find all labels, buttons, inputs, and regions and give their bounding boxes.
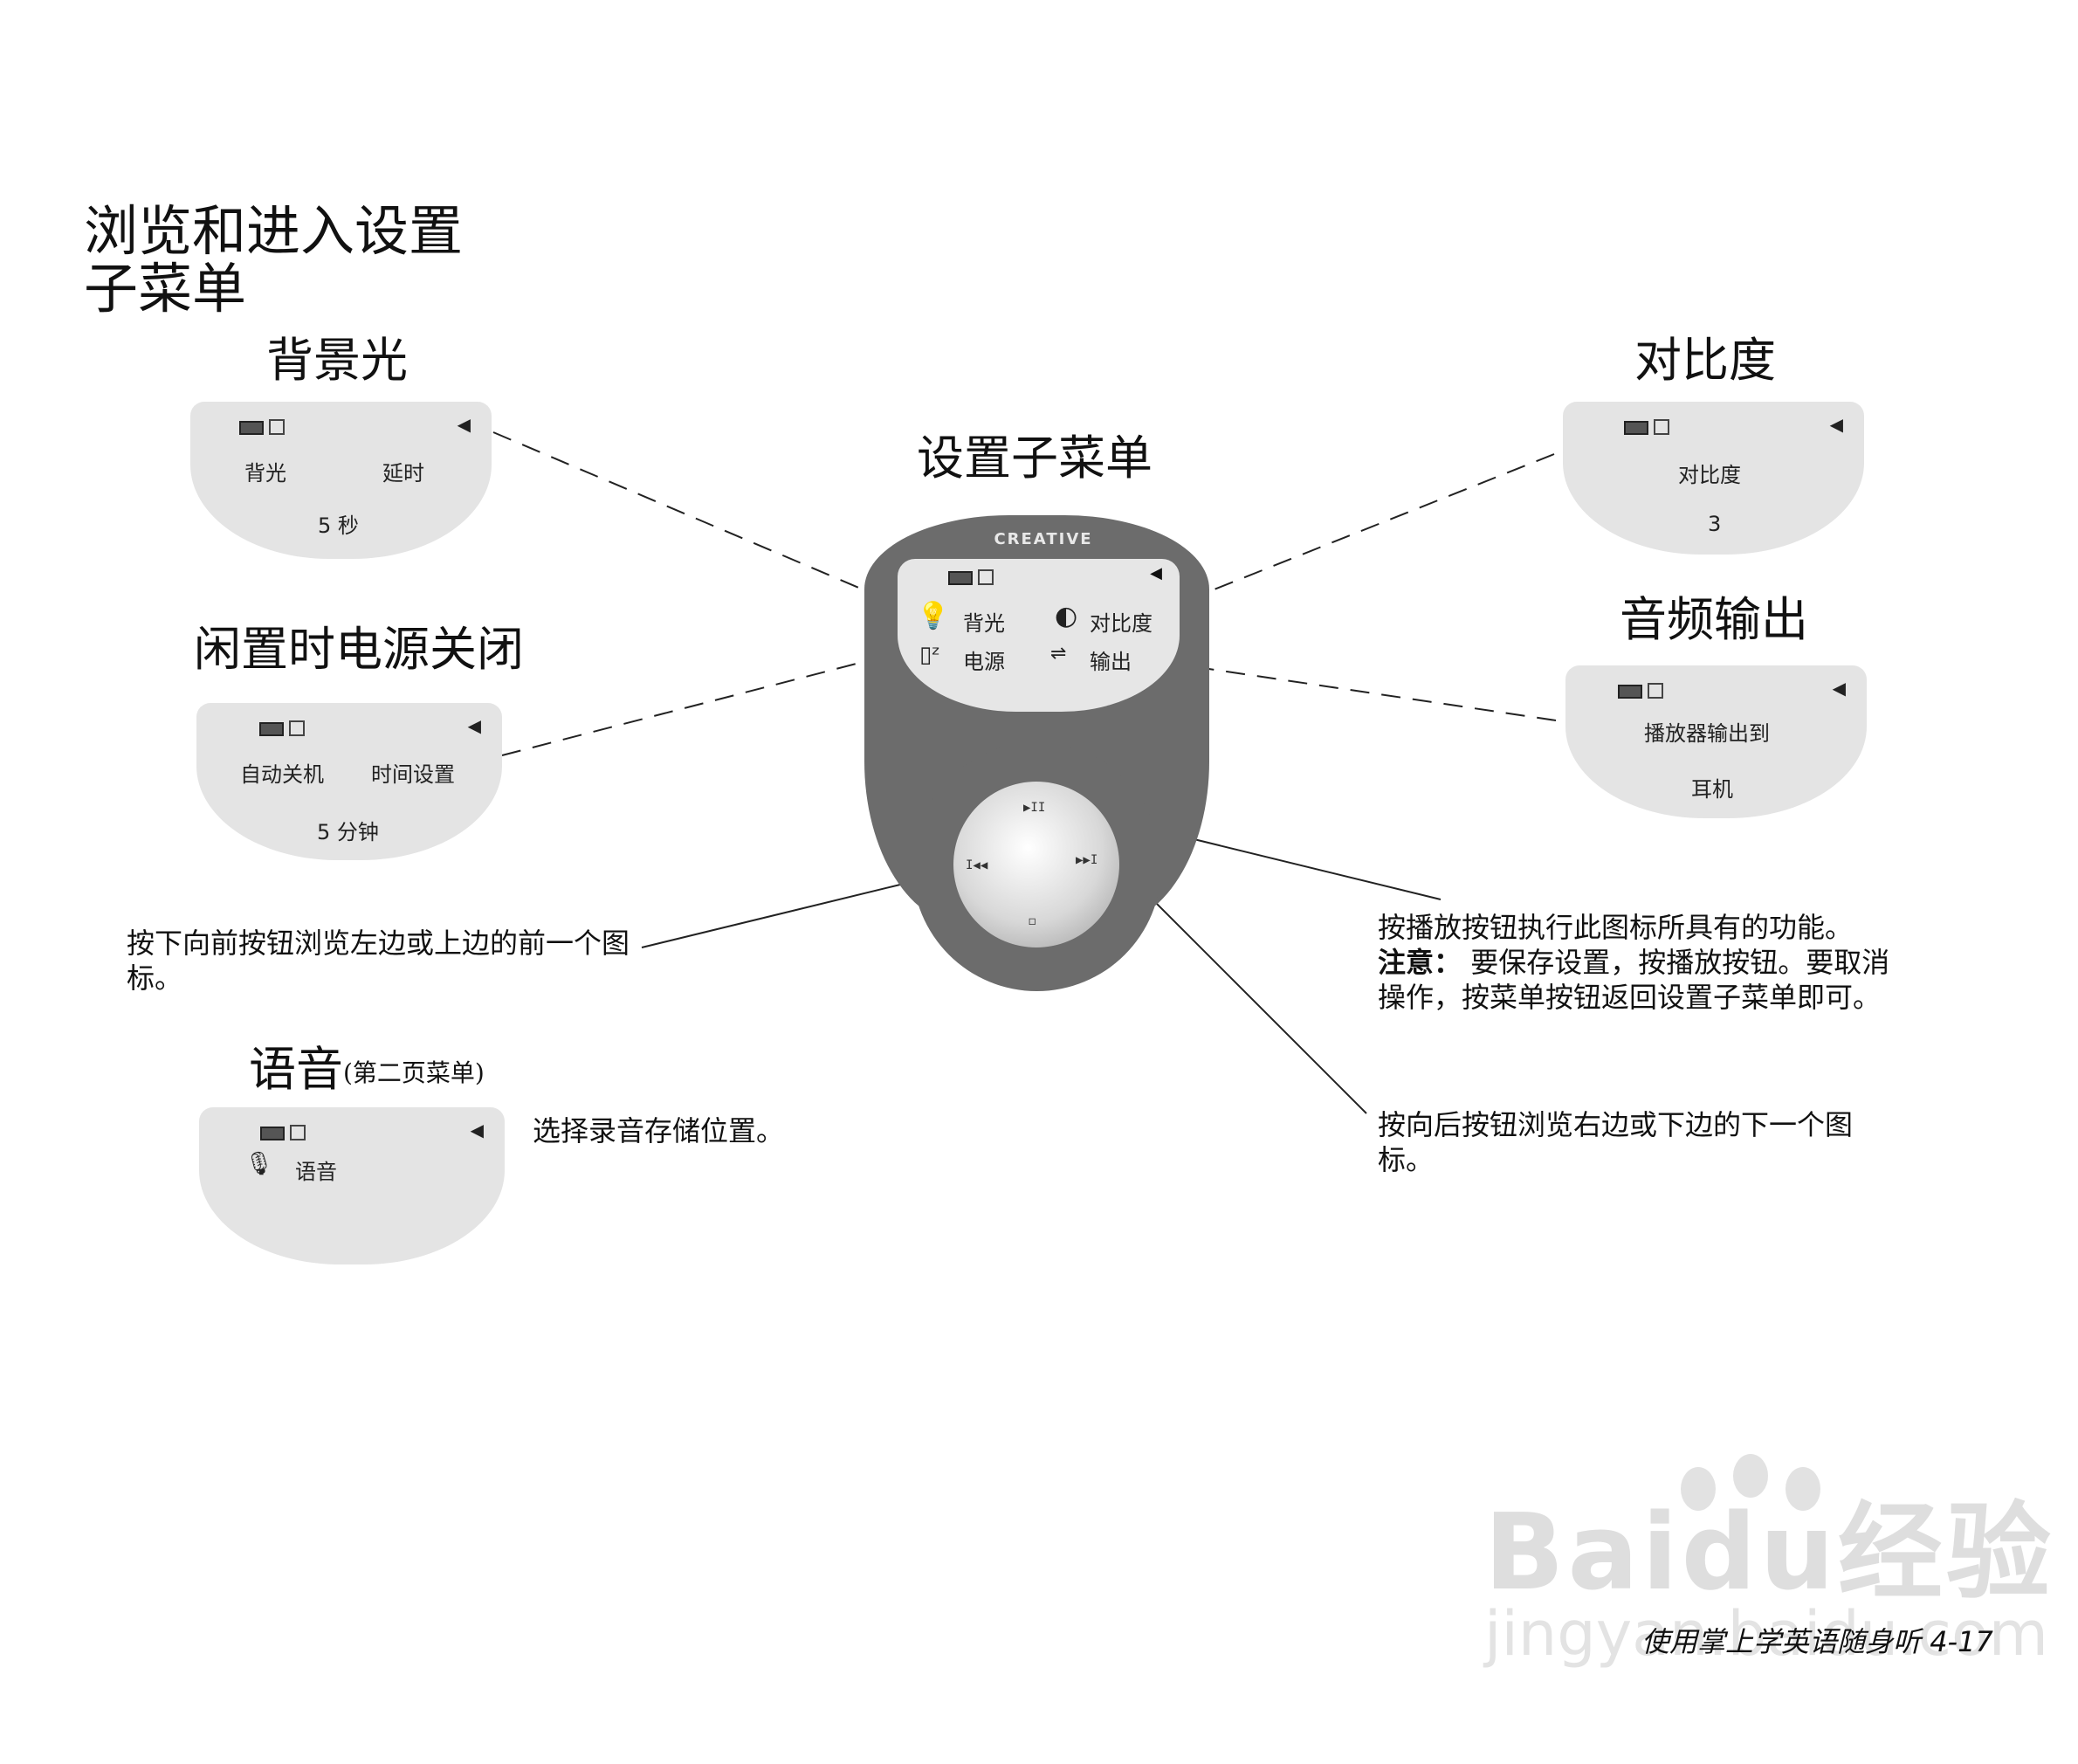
idle-off-title: 闲置时电源关闭 [194,622,524,677]
play-indicator-icon: ◀ [467,715,481,736]
voice-title-main: 语音 [249,1042,343,1097]
backlight-screen: ◀ 背光 延时 5 秒 [190,402,492,559]
voice-screen: ◀ 🎙 语音 [199,1107,505,1264]
footer-text: 使用掌上学英语随身听 [1641,1625,1922,1658]
audio-output-title: 音频输出 [1620,592,1808,647]
next-button-caption: 按向后按钮浏览右边或下边的下一个图标。 [1378,1108,1854,1176]
battery-icon [239,421,264,435]
previous-button[interactable]: I◀◀ [966,858,988,872]
battery-icon [1624,421,1648,435]
device-item-backlight[interactable]: 背光 [963,611,1005,636]
paw-toe-icon [1786,1467,1820,1511]
settings-submenu-title: 设置子菜单 [917,431,1153,486]
play-button-text: 按播放按钮执行此图标所具有的功能。 [1378,911,1854,944]
battery-sleep-icon: ▯ᶻ [919,642,940,668]
idle-off-screen: ◀ 自动关机 时间设置 5 分钟 [196,703,502,860]
voice-title: 语音(第二页菜单) [249,1044,485,1099]
next-button-leader [1121,868,1367,1114]
backlight-screen-value: 5 秒 [318,513,359,538]
lock-icon [1648,683,1663,699]
page-title-line2: 子菜单 [84,257,247,320]
audio-output-screen: ◀ 播放器输出到 耳机 [1565,665,1867,818]
page-title: 浏览和进入设置 子菜单 [84,203,695,318]
contrast-screen: ◀ 对比度 3 [1563,402,1864,555]
play-pause-button[interactable]: ▶II [1023,801,1046,815]
device-item-power[interactable]: 电源 [963,650,1005,674]
next-button[interactable]: ▶▶I [1076,853,1098,867]
lock-icon [1654,419,1669,435]
control-pad[interactable]: ▶II I◀◀ ▶▶I ◻ [953,782,1119,947]
battery-icon [259,722,284,736]
voice-screen-label: 语音 [295,1160,337,1184]
idle-off-screen-left: 自动关机 [240,762,324,787]
note-text: 要保存设置，按播放按钮。要取消操作，按菜单按钮返回设置子菜单即可。 [1378,946,1890,1014]
idle-off-screen-right: 时间设置 [371,762,455,787]
output-plug-icon: ⇌ [1050,643,1067,665]
contrast-title: 对比度 [1634,333,1776,388]
backlight-screen-left: 背光 [244,461,286,486]
voice-caption: 选择录音存储位置。 [533,1114,785,1147]
watermark-url: jingyan.baidu.com [1484,1598,2048,1670]
contrast-connector [1202,453,1555,595]
lock-icon [978,569,994,585]
player-screen: ◀ 💡 背光 ◐ 对比度 ▯ᶻ 电源 ⇌ 输出 [898,559,1180,712]
prev-button-caption: 按下向前按钮浏览左边或上边的前一个图标。 [127,927,630,995]
backlight-title: 背景光 [266,333,408,388]
contrast-screen-value: 3 [1708,512,1722,536]
brand-logo: CREATIVE [994,530,1093,548]
backlight-connector [492,431,874,595]
watermark-brand: Baidu经验 [1484,1492,2054,1614]
battery-icon [948,571,973,585]
device-item-output[interactable]: 输出 [1090,650,1132,674]
play-indicator-icon: ◀ [470,1120,484,1140]
play-indicator-icon: ◀ [1150,564,1162,582]
paw-toe-icon [1681,1467,1716,1511]
paw-toe-icon [1733,1454,1768,1498]
lock-icon [290,1125,306,1140]
backlight-screen-right: 延时 [382,461,424,486]
note-label: 注意： [1378,946,1462,979]
device-item-contrast[interactable]: 对比度 [1090,611,1153,636]
audio-connector [1202,667,1557,721]
idle-connector [501,658,874,756]
bulb-icon: 💡 [917,601,950,631]
page-footer: 使用掌上学英语随身听 4-17 [1641,1620,1993,1660]
audio-output-screen-label: 播放器输出到 [1644,721,1770,746]
page-title-line1: 浏览和进入设置 [84,199,464,263]
idle-off-screen-value: 5 分钟 [317,820,379,844]
menu-button[interactable]: ◻ [1029,914,1036,928]
page-number: 4-17 [1930,1625,1993,1658]
audio-output-screen-value: 耳机 [1691,777,1733,802]
voice-title-note: (第二页菜单) [343,1058,485,1087]
play-indicator-icon: ◀ [1829,414,1843,435]
lock-icon [269,419,285,435]
voice-record-icon: 🎙 [244,1151,274,1177]
contrast-icon: ◐ [1055,601,1078,631]
battery-icon [260,1127,285,1140]
lock-icon [289,720,305,736]
play-button-caption: 按播放按钮执行此图标所具有的功能。 注意： 要保存设置，按播放按钮。要取消操作，… [1378,910,1902,1015]
contrast-screen-label: 对比度 [1678,463,1741,487]
play-indicator-icon: ◀ [1832,678,1846,699]
play-indicator-icon: ◀ [457,414,471,435]
battery-icon [1618,685,1642,699]
